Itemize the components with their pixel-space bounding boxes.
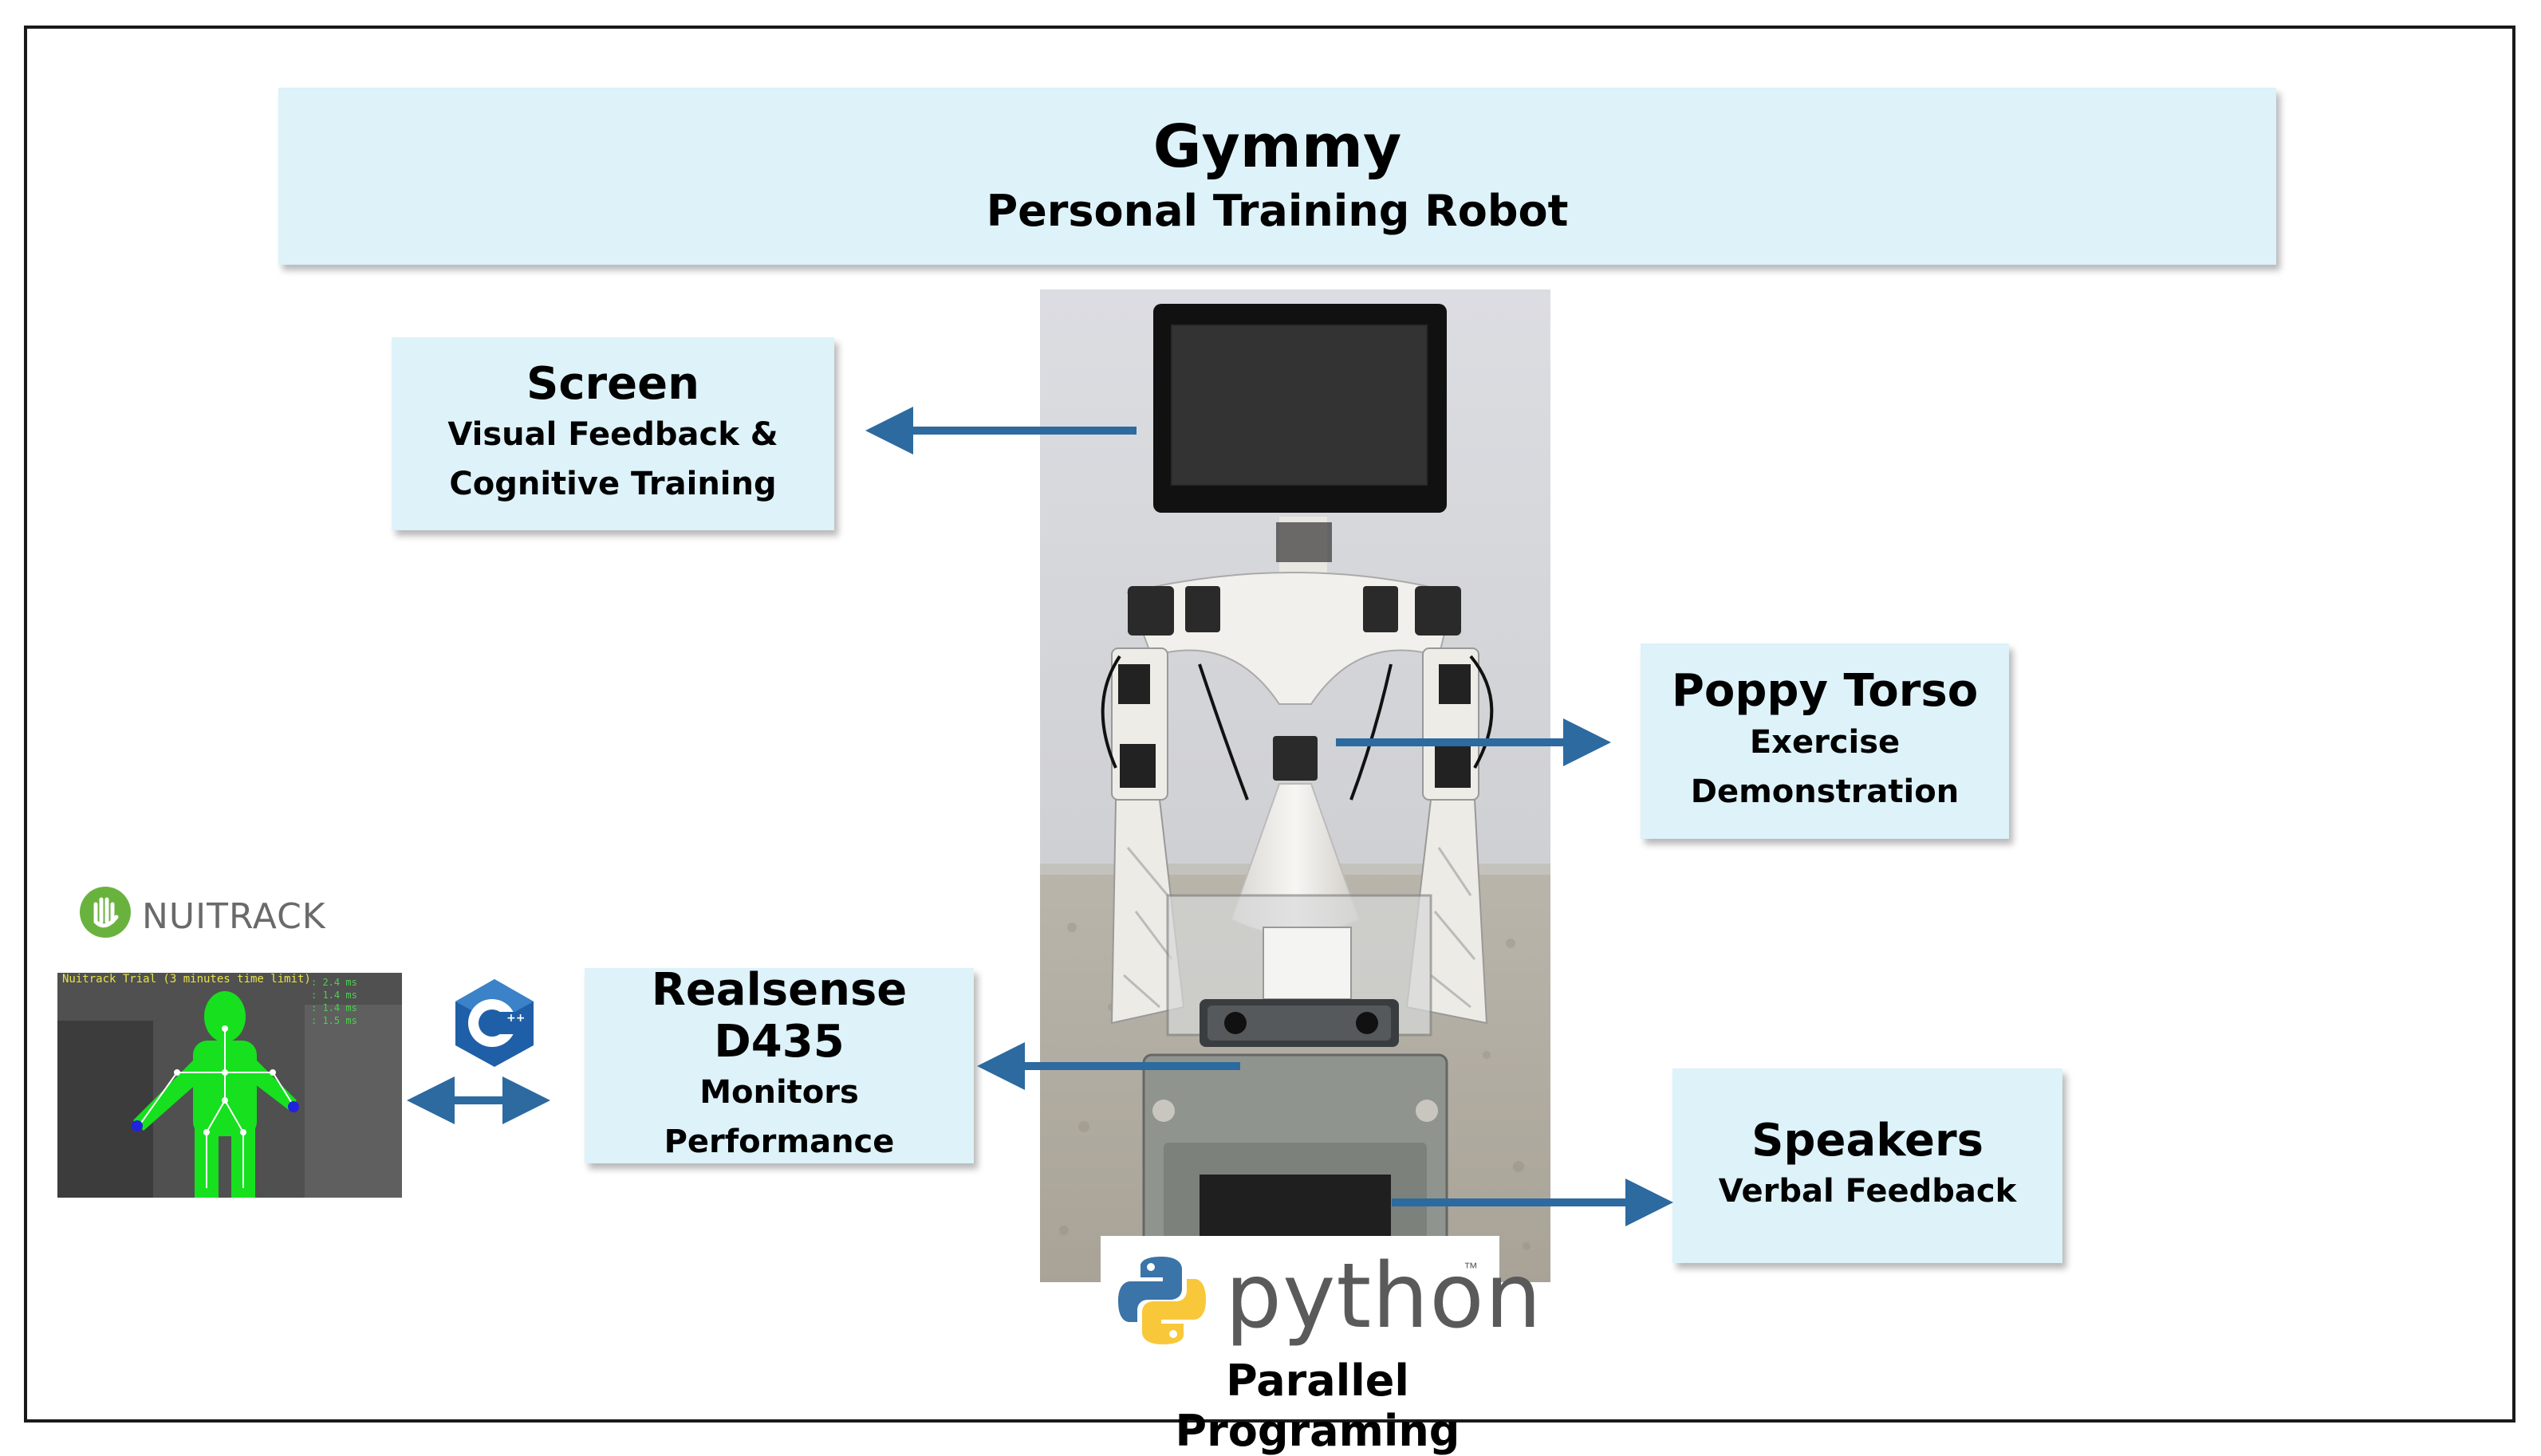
- svg-text:: 1.5 ms: : 1.5 ms: [311, 1015, 357, 1026]
- nuitrack-screenshot: : 2.4 ms : 1.4 ms: 1.4 ms : 1.5 ms Nuitrac…: [57, 973, 402, 1198]
- cpp-logo-icon: ++: [455, 979, 534, 1067]
- header-title: Gymmy: [1152, 112, 1402, 182]
- svg-text:: 1.4 ms: : 1.4 ms: [311, 990, 357, 1001]
- python-logo-icon: [1118, 1257, 1206, 1344]
- speakers-box: Speakers Verbal Feedback: [1672, 1068, 2062, 1263]
- realsense-line2: Performance: [664, 1123, 895, 1160]
- svg-text:++: ++: [506, 1012, 525, 1025]
- realsense-title: Realsense D435: [651, 964, 908, 1068]
- diagram-frame: [24, 26, 2515, 1423]
- header-box: Gymmy Personal Training Robot: [278, 88, 2276, 265]
- realsense-line1: Monitors: [699, 1073, 859, 1111]
- screen-line1: Visual Feedback &: [447, 416, 778, 454]
- speakers-line1: Verbal Feedback: [1718, 1173, 2017, 1210]
- nuitrack-wordmark: NUITRACK: [142, 896, 326, 937]
- poppy-line1: Exercise: [1749, 723, 1901, 761]
- nuitrack-logo: NUITRACK: [78, 885, 357, 949]
- skeleton-tracking-image: : 2.4 ms : 1.4 ms: 1.4 ms : 1.5 ms: [57, 973, 402, 1198]
- header-subtitle: Personal Training Robot: [986, 185, 1569, 236]
- realsense-box: Realsense D435 Monitors Performance: [585, 964, 974, 1163]
- screen-line2: Cognitive Training: [449, 466, 777, 503]
- nuitrack-screenshot-header: Nuitrack Trial (3 minutes time limit): [62, 973, 311, 986]
- svg-text:: 1.4 ms: : 1.4 ms: [311, 1002, 357, 1013]
- screen-title: Screen: [526, 357, 699, 410]
- svg-text:: 2.4 ms: : 2.4 ms: [311, 977, 357, 988]
- robot-illustration: [1040, 289, 1550, 1282]
- nuitrack-hand-icon: [80, 887, 131, 938]
- poppy-title: Poppy Torso: [1671, 665, 1979, 718]
- python-logo-block: python ™: [1101, 1236, 1542, 1413]
- screen-box: Screen Visual Feedback & Cognitive Train…: [392, 337, 834, 530]
- python-trademark: ™: [1464, 1260, 1478, 1276]
- robot-photo: [1040, 289, 1550, 1282]
- python-wordmark: python: [1225, 1245, 1542, 1348]
- speakers-title: Speakers: [1751, 1114, 1984, 1167]
- poppy-line2: Demonstration: [1690, 773, 1960, 810]
- poppy-box: Poppy Torso Exercise Demonstration: [1641, 643, 2009, 839]
